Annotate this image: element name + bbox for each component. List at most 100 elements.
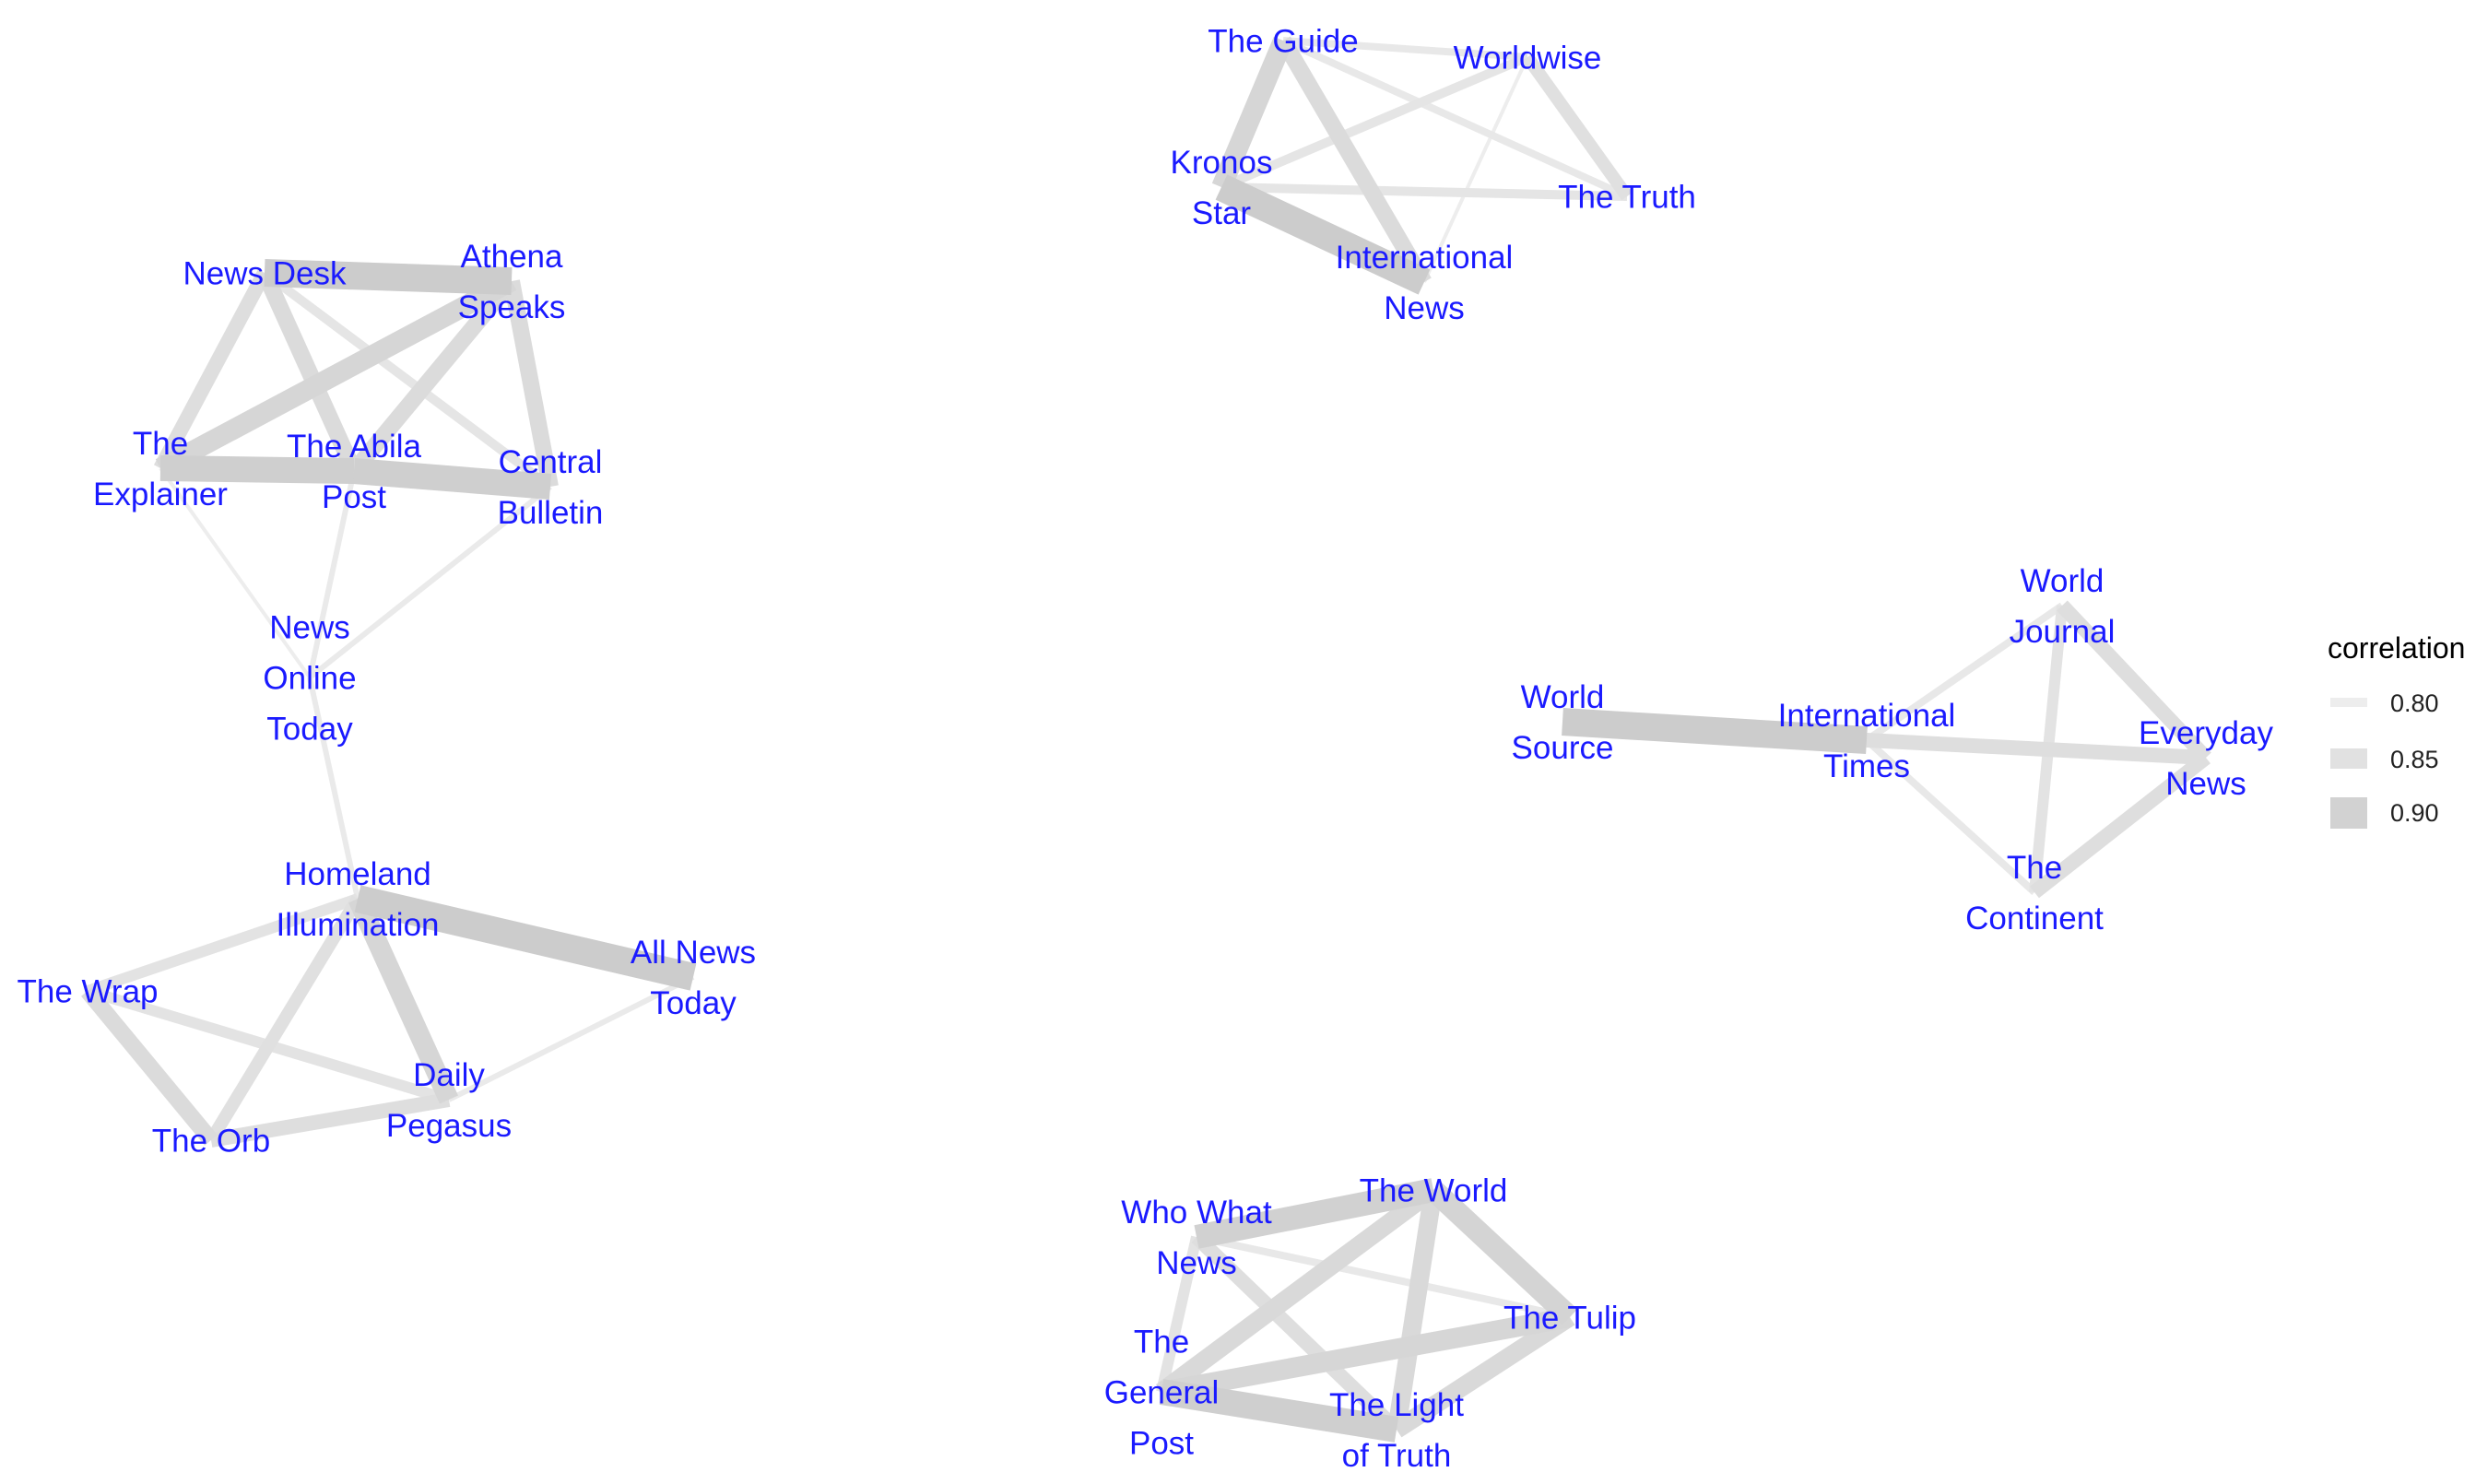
edge-athena-abila xyxy=(348,276,518,477)
node-label-line: Central xyxy=(499,444,603,480)
edge-guide-truth xyxy=(1281,37,1629,200)
edge-inttimes-everyday xyxy=(1866,733,2207,765)
legend-swatch-3 xyxy=(2330,797,2367,829)
legend-swatch-2 xyxy=(2330,748,2367,769)
edge-abila-central xyxy=(352,458,552,500)
node-label-line: Explainer xyxy=(93,477,228,512)
legend: correlation 0.80 0.85 0.90 xyxy=(2328,631,2465,829)
edge-abila-nol xyxy=(307,470,357,678)
node-label-line: The Wrap xyxy=(17,974,158,1010)
edge-whowhat-genpost xyxy=(1156,1235,1202,1394)
node-label-truth: The Truth xyxy=(1558,180,1696,216)
node-label-tulip: The Tulip xyxy=(1503,1301,1636,1337)
node-label-orb: The Orb xyxy=(152,1124,270,1160)
edge-tulip-genpost xyxy=(1160,1307,1572,1402)
node-label-line: The xyxy=(1134,1325,1189,1360)
edge-wrap-orb xyxy=(81,985,218,1146)
edge-orb-pegasus xyxy=(209,1092,451,1148)
node-label-line: Journal xyxy=(2010,614,2116,650)
edge-theworld-genpost xyxy=(1156,1182,1439,1400)
edge-news_desk-athena xyxy=(264,259,513,295)
edge-everyday-continent xyxy=(2030,751,2211,899)
edge-allnews-pegasus xyxy=(447,974,695,1102)
node-label-line: News xyxy=(1384,290,1465,326)
node-label-theworld: The World xyxy=(1360,1173,1508,1209)
node-label-line: The xyxy=(2007,850,2062,886)
edge-homeland-wrap xyxy=(86,893,360,996)
node-label-line: The Guide xyxy=(1208,24,1358,60)
edge-kronos-truth xyxy=(1220,183,1628,201)
edge-tulip-lightoftruth xyxy=(1391,1309,1575,1438)
node-label-line: International xyxy=(1778,698,1956,734)
node-label-line: The World xyxy=(1360,1173,1508,1209)
edge-inttimes-worldjournal xyxy=(1864,602,2065,744)
edge-guide-intnews xyxy=(1276,36,1432,287)
edge-worldwise-kronos xyxy=(1220,53,1529,192)
edge-theworld-tulip xyxy=(1425,1182,1578,1325)
node-label-line: The Orb xyxy=(152,1124,270,1160)
node-label-line: Worldwise xyxy=(1454,41,1602,77)
node-label-line: World xyxy=(1521,679,1605,715)
node-label-line: Illumination xyxy=(276,907,439,943)
edge-homeland-allnews xyxy=(354,885,697,991)
edge-whowhat-lightoftruth xyxy=(1191,1231,1402,1435)
node-label-line: Online xyxy=(263,661,356,697)
edge-guide-worldwise xyxy=(1282,37,1528,61)
legend-swatch-1 xyxy=(2330,698,2367,707)
edge-central-nol xyxy=(308,484,552,680)
legend-title: correlation xyxy=(2328,631,2465,665)
edge-worldsource-inttimes xyxy=(1562,708,1868,754)
node-label-line: News xyxy=(2165,766,2246,802)
edge-explainer-abila xyxy=(159,455,355,484)
node-label-line: International xyxy=(1336,240,1514,276)
legend-label-3: 0.90 xyxy=(2390,799,2439,827)
edge-genpost-lightoftruth xyxy=(1159,1379,1399,1443)
node-label-line: Times xyxy=(1823,748,1910,784)
edge-news_desk-explainer xyxy=(153,269,272,472)
node-label-wrap: The Wrap xyxy=(17,974,158,1010)
node-label-line: Everyday xyxy=(2139,715,2273,751)
edge-news_desk-abila xyxy=(256,269,362,475)
node-label-line: Today xyxy=(266,712,353,748)
node-label-line: Today xyxy=(650,985,737,1021)
node-label-line: The Truth xyxy=(1558,180,1696,216)
node-label-line: The Abila xyxy=(287,429,421,465)
node-label-line: Source xyxy=(1512,730,1614,766)
node-label-line: Bulletin xyxy=(498,495,604,531)
edge-homeland-pegasus xyxy=(348,894,459,1104)
node-label-line: Kronos xyxy=(1171,145,1273,181)
node-label-line: Who What xyxy=(1121,1195,1272,1231)
edge-worldwise-truth xyxy=(1522,53,1633,201)
node-label-line: All News xyxy=(631,935,756,971)
edge-kronos-intnews xyxy=(1215,174,1431,295)
legend-label-1: 0.80 xyxy=(2390,689,2439,717)
edges-layer xyxy=(81,36,2211,1443)
node-label-line: The xyxy=(133,426,188,462)
node-label-line: of Truth xyxy=(1342,1438,1452,1474)
edge-whowhat-tulip xyxy=(1196,1233,1571,1321)
node-label-news_desk: News Desk xyxy=(183,256,347,292)
node-label-line: Post xyxy=(322,479,386,515)
edge-news_desk-central xyxy=(262,268,553,491)
edge-athena-central xyxy=(503,279,559,489)
node-label-worldwise: Worldwise xyxy=(1454,41,1602,77)
legend-label-2: 0.85 xyxy=(2390,746,2439,773)
node-label-line: Athena xyxy=(461,239,563,275)
node-label-line: Daily xyxy=(413,1057,485,1093)
edge-guide-kronos xyxy=(1211,36,1293,192)
